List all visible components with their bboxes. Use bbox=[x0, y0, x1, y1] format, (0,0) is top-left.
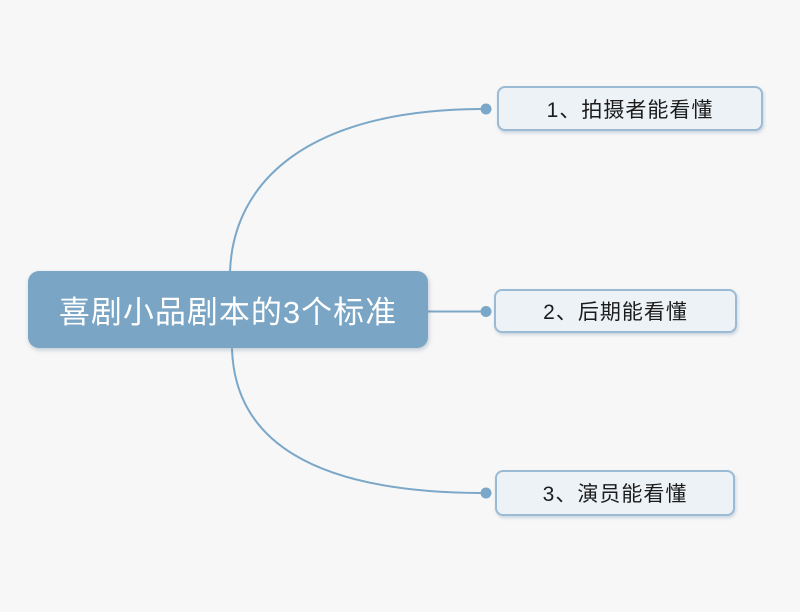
branch-node-label: 1、拍摄者能看懂 bbox=[546, 98, 714, 122]
root-node[interactable]: 喜剧小品剧本的3个标准 bbox=[28, 271, 428, 348]
root-node-label: 喜剧小品剧本的3个标准 bbox=[58, 295, 398, 330]
connector-dot-3 bbox=[480, 487, 492, 499]
branch-node-3[interactable]: 3、演员能看懂 bbox=[495, 470, 735, 516]
branch-node-2[interactable]: 2、后期能看懂 bbox=[494, 289, 737, 333]
connector-branch-1 bbox=[229, 108, 481, 273]
branch-node-1[interactable]: 1、拍摄者能看懂 bbox=[497, 86, 763, 131]
connector-dot-1 bbox=[480, 103, 492, 115]
branch-node-label: 2、后期能看懂 bbox=[543, 301, 688, 324]
connector-dot-2 bbox=[480, 306, 492, 317]
connector-branch-3 bbox=[231, 348, 481, 494]
branch-node-label: 3、演员能看懂 bbox=[542, 483, 688, 506]
